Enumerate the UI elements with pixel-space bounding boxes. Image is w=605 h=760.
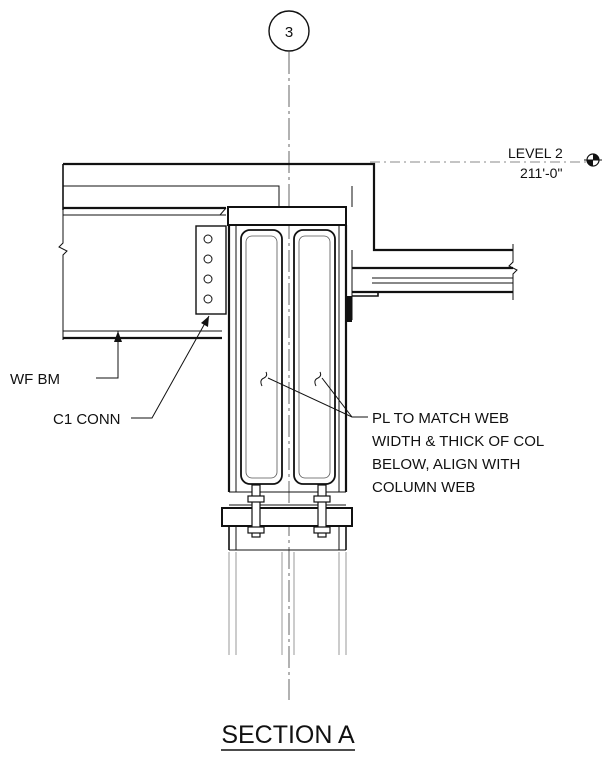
- bolt-group: [203, 234, 213, 304]
- web-plate-left: [240, 229, 283, 485]
- c1-conn-arrow: [201, 316, 209, 327]
- grid-bubble-label: 3: [285, 24, 293, 41]
- web-plate-right: [293, 229, 336, 485]
- shear-plate: [195, 225, 227, 315]
- slab-profile: [62, 162, 513, 252]
- slab-inner-line: [63, 185, 280, 207]
- level-2-marker: LEVEL 2 211'-0": [370, 145, 602, 181]
- slab-top-edge: [63, 162, 513, 252]
- c1-conn-leader: [131, 315, 210, 419]
- level-target-icon: [584, 153, 602, 167]
- wf-beam-leader: [96, 331, 119, 379]
- plate-note-line: WIDTH & THICK OF COL: [372, 433, 544, 450]
- level-elevation: 211'-0": [520, 165, 562, 181]
- anchor-bolt-right: [313, 484, 331, 538]
- right-beam: [346, 244, 518, 322]
- plate-note: PL TO MATCH WEB WIDTH & THICK OF COL BEL…: [372, 410, 544, 496]
- right-angle-clip: [352, 291, 379, 297]
- column-below: [228, 552, 347, 655]
- splice-plate: [221, 507, 353, 527]
- right-break-line: [508, 244, 518, 300]
- plate-squiggle-right: [314, 371, 322, 387]
- grid-bubble: [268, 10, 310, 52]
- level-name: LEVEL 2: [508, 145, 563, 161]
- anchor-bolt-left: [247, 484, 265, 538]
- left-break-line: [58, 208, 68, 340]
- column: [221, 206, 353, 655]
- plate-squiggle-left: [260, 371, 268, 387]
- wf-beam-arrow: [114, 331, 122, 342]
- plate-note-line: BELOW, ALIGN WITH: [372, 456, 520, 473]
- plate-note-line: COLUMN WEB: [372, 479, 475, 496]
- wf-beam: [58, 206, 227, 340]
- c1-conn-label: C1 CONN: [53, 411, 121, 428]
- plate-note-line: PL TO MATCH WEB: [372, 410, 509, 427]
- cap-plate: [227, 206, 347, 226]
- grid-line-3: 3: [268, 10, 310, 700]
- section-title: SECTION A: [221, 721, 355, 749]
- wf-beam-label: WF BM: [10, 371, 60, 388]
- c1-connection: [195, 225, 227, 315]
- leaders: [96, 315, 368, 419]
